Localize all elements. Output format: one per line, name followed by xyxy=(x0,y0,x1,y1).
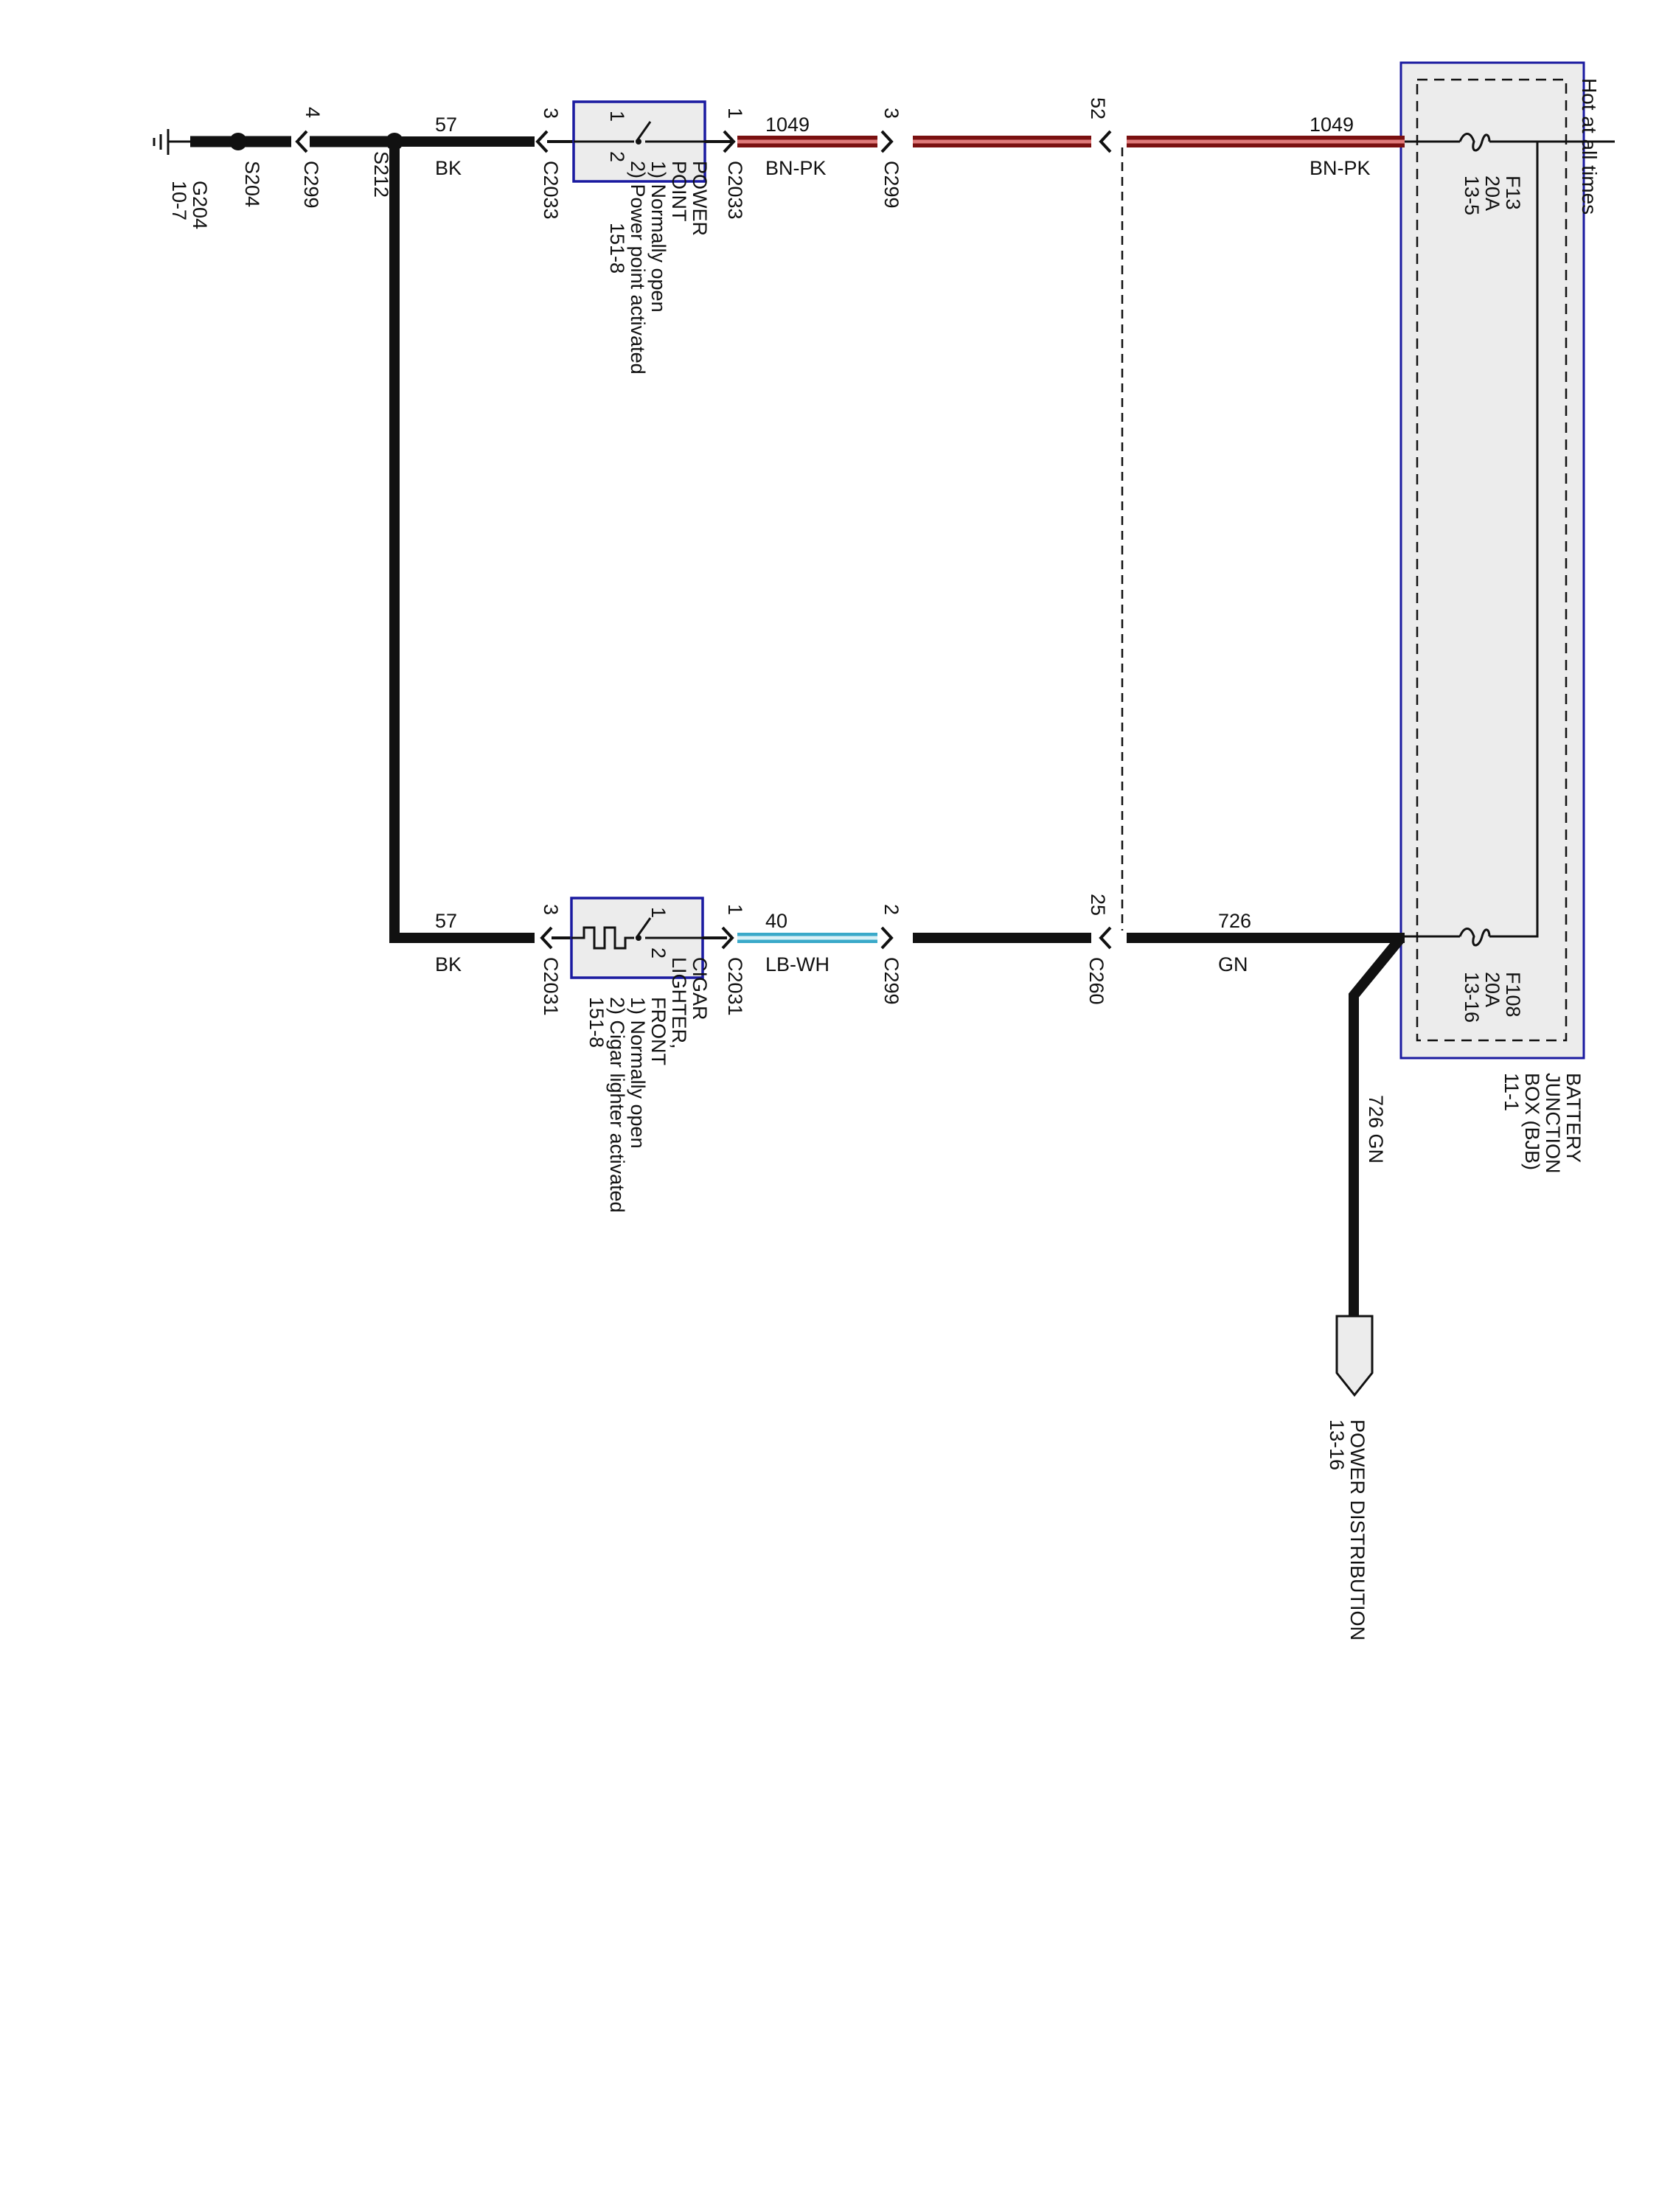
connector-c260-top-pin: 52 xyxy=(1087,97,1109,119)
ground-riser-wire xyxy=(389,142,535,943)
connector-c2033-in-pin: 3 xyxy=(540,108,562,119)
connector-c299-bottom-name: C299 xyxy=(880,957,902,1005)
cigar-lighter-heating-element xyxy=(571,926,634,950)
cigar-lighter-switch-blade xyxy=(635,917,652,939)
connector-c260-bottom-pin: 25 xyxy=(1087,894,1109,916)
cigar-lighter-pin-a: 1 xyxy=(647,907,669,918)
bjb-label-line1: BATTERY xyxy=(1562,1073,1585,1163)
wire-40-circuit: 40 xyxy=(765,910,787,932)
bjb-label-line2: JUNCTION xyxy=(1542,1073,1564,1174)
ground-ref: 10-7 xyxy=(168,181,190,220)
wire-40-color: LB-WH xyxy=(765,953,830,975)
wire-726-down-label: 726 GN xyxy=(1365,1095,1387,1164)
ground-section: G204 10-7 S204 4 C299 S212 xyxy=(153,107,535,943)
power-point-pin-b: 2 xyxy=(606,151,628,162)
power-distribution-label: POWER DISTRIBUTION xyxy=(1346,1419,1368,1641)
connector-c2031-out-arrow xyxy=(721,926,734,950)
connector-c299-gnd-arrow xyxy=(295,130,308,153)
connector-c299-bottom-pin: 2 xyxy=(880,904,902,915)
cigar-lighter-pin-b: 2 xyxy=(647,947,669,959)
connector-c260-bottom-arrow xyxy=(1099,926,1112,950)
bjb-outline xyxy=(1399,61,1585,1060)
connector-c2033-out-arrow xyxy=(723,130,736,153)
power-point-label-line3: 1) Normally open xyxy=(647,161,669,313)
connector-c299-gnd-pin: 4 xyxy=(302,107,324,118)
wire-57-top-color: BK xyxy=(435,157,462,179)
fuse-f13-rating: 20A xyxy=(1481,175,1503,211)
connector-c2033-out-name: C2033 xyxy=(724,161,746,220)
power-point-label-line4: 2) Power point activated xyxy=(627,161,649,375)
connector-c299-top-name: C299 xyxy=(880,161,902,209)
connector-c2033-in-name: C2033 xyxy=(540,161,562,220)
fuse-f108-ref: 13-16 xyxy=(1461,972,1483,1023)
power-point-switch-blade xyxy=(635,121,652,142)
fuse-f108-name: F108 xyxy=(1502,972,1524,1018)
power-distribution-connector-icon xyxy=(1335,1315,1374,1397)
bjb-label-line4: 11-1 xyxy=(1500,1073,1523,1111)
battery-junction-box: Hot at all times F13 20A 13-5 F108 20A 1… xyxy=(1399,61,1615,1174)
fuse-f108-icon xyxy=(1458,928,1491,947)
fuse-f13-ref: 13-5 xyxy=(1461,175,1483,215)
wire-1049-a-color: BN-PK xyxy=(765,157,827,179)
cigar-lighter-label-line6: 151-8 xyxy=(585,997,608,1048)
connector-c2031-out-name: C2031 xyxy=(724,957,746,1016)
connector-c2031-in-arrow xyxy=(540,926,553,950)
cigar-lighter-circuit: 57 BK 3 C2031 1 2 1 C2031 CIGAR LIGHTER,… xyxy=(435,894,1405,1641)
fuse-f108-rating: 20A xyxy=(1481,972,1503,1007)
wire-726-color: GN xyxy=(1218,953,1248,975)
power-point-pivot xyxy=(636,139,641,145)
connector-c299-top-arrow xyxy=(880,130,894,153)
power-point-label-line2: POINT xyxy=(668,161,690,222)
wire-57-bottom-color: BK xyxy=(435,953,462,975)
connector-c260-top-arrow xyxy=(1099,130,1112,153)
connector-c299-bottom-arrow xyxy=(880,926,894,950)
cigar-lighter-label-line1: CIGAR xyxy=(689,957,711,1020)
connector-c2031-in-name: C2031 xyxy=(540,957,562,1016)
wire-1049-b-color: BN-PK xyxy=(1310,157,1371,179)
cigar-lighter-label-line4: 1) Normally open xyxy=(627,997,649,1149)
fuse-f13-icon xyxy=(1458,133,1491,152)
cigar-lighter-label-line2: LIGHTER, xyxy=(668,957,690,1049)
cigar-lighter-label-line5: 2) Cigar lighter activated xyxy=(606,997,628,1213)
bjb-dashed-boundary xyxy=(1416,78,1568,1042)
connector-c2033-out-pin: 1 xyxy=(724,108,746,119)
splice-s204-label: S204 xyxy=(241,161,263,207)
wire-726-down xyxy=(1349,934,1405,1316)
cigar-lighter-label-line3: FRONT xyxy=(647,997,669,1065)
bjb-label-line3: BOX (BJB) xyxy=(1521,1073,1543,1170)
connector-c299-gnd-name: C299 xyxy=(300,161,322,209)
fuse-f13-name: F13 xyxy=(1502,175,1524,210)
cigar-lighter-pivot xyxy=(636,935,641,941)
bjb-internal-bus xyxy=(1489,142,1539,938)
wire-57-top-circuit: 57 xyxy=(435,114,457,136)
power-point-label-line5: 151-8 xyxy=(606,223,628,274)
connector-c299-top-pin: 3 xyxy=(880,108,902,119)
connector-c2031-in-pin: 3 xyxy=(540,904,562,915)
connector-c2033-in-arrow xyxy=(535,130,549,153)
wire-1049-a-circuit: 1049 xyxy=(765,114,810,136)
power-point-label-line1: POWER xyxy=(689,161,711,236)
wire-726-circuit: 726 xyxy=(1218,910,1251,932)
connector-c2031-out-pin: 1 xyxy=(724,904,746,915)
splice-s204-dot xyxy=(229,133,247,150)
wire-57-bottom-circuit: 57 xyxy=(435,910,457,932)
power-point-pin-a: 1 xyxy=(606,111,628,122)
power-distribution-ref: 13-16 xyxy=(1326,1419,1348,1470)
ground-label: G204 xyxy=(189,181,211,229)
power-point-circuit: 57 BK 3 C2033 1 2 1 C2033 POWER POINT 1)… xyxy=(435,97,1405,375)
splice-s212-label: S212 xyxy=(370,151,392,198)
connector-c260-bottom-name: C260 xyxy=(1085,957,1107,1005)
wire-1049-b-circuit: 1049 xyxy=(1310,114,1354,136)
hot-at-all-times-label: Hot at all times xyxy=(1578,78,1601,215)
